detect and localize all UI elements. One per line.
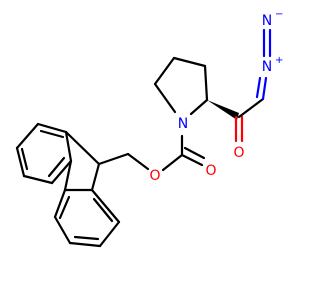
bond [64, 130, 101, 166]
bond [15, 146, 26, 178]
aromatic-inner-bond [39, 129, 65, 139]
bond [15, 122, 40, 150]
stereo-wedge-bond [207, 100, 239, 120]
carbonyl-double-bond [183, 146, 206, 160]
fluorene-bottom-ring [53, 188, 121, 248]
nitrogen-atom-label: N [178, 116, 188, 132]
positive-charge-label: + [275, 55, 283, 66]
bond [189, 98, 209, 116]
diazo-double-bond [261, 76, 268, 101]
bond [98, 220, 121, 248]
aromatic-inner-bond [73, 235, 100, 241]
carbamate-linker [97, 134, 206, 172]
ester-oxygen-atom-label: O [149, 168, 160, 184]
bond [203, 64, 209, 102]
fluorene-five-ring [63, 130, 101, 192]
pyrrolidine-ring [153, 56, 209, 116]
bond [63, 159, 73, 192]
diazoketone-chain [234, 28, 272, 143]
diazo-outer-nitrogen-label: N [262, 13, 272, 29]
diazo-double-bond [255, 76, 262, 99]
aromatic-inner-bond [58, 195, 71, 220]
bond [50, 159, 73, 185]
bond [53, 188, 67, 219]
fluorene-left-ring [15, 122, 73, 185]
negative-charge-label: − [275, 9, 283, 20]
aromatic-inner-bond [20, 147, 29, 171]
carbonyl-double-bond [180, 153, 204, 167]
bond [97, 152, 130, 166]
bond [161, 153, 184, 172]
aromatic-inner-bond [92, 197, 114, 223]
bond [153, 82, 177, 114]
bond [90, 188, 121, 224]
bond [126, 152, 150, 171]
bond [237, 97, 265, 119]
bond [22, 174, 54, 185]
bond [36, 122, 68, 134]
aromatic-inner-bond [47, 156, 66, 178]
bond [64, 130, 73, 163]
diazo-inner-nitrogen-label: N [262, 59, 272, 75]
bond [53, 215, 72, 245]
bond [90, 162, 101, 192]
fmoc-proline-diazoketone-structure: N O O O N + N − [15, 9, 283, 248]
carbamate-carbonyl-oxygen-label: O [205, 163, 216, 179]
bond [153, 56, 176, 86]
bond [172, 56, 207, 68]
ketone-oxygen-label: O [233, 145, 244, 161]
bond [68, 241, 102, 248]
